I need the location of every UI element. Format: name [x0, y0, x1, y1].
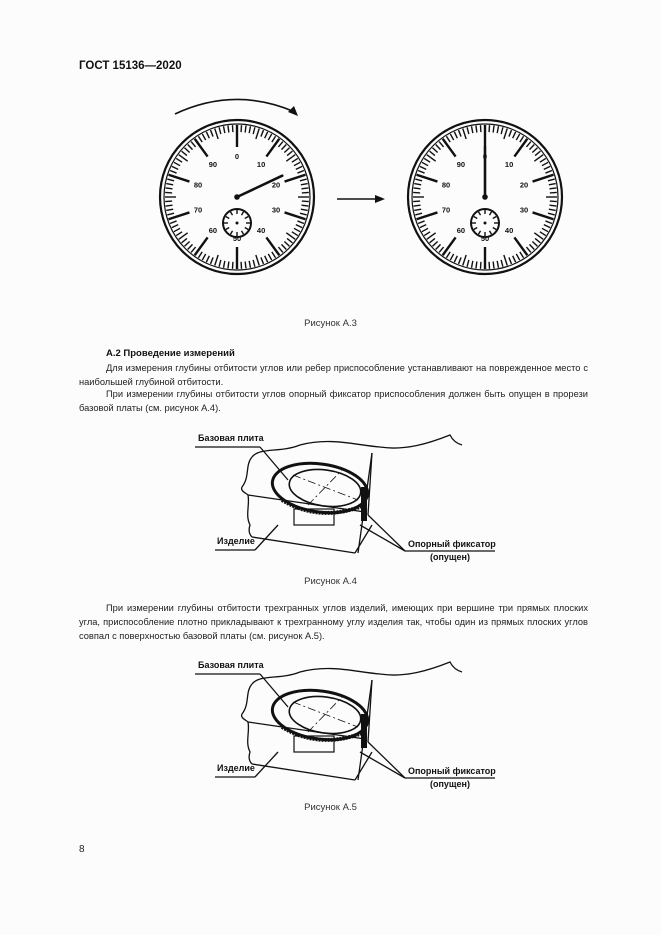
svg-text:70: 70 — [442, 206, 450, 215]
label-product: Изделие — [217, 763, 255, 773]
section-title: А.2 Проведение измерений — [106, 348, 235, 359]
paragraph-1: Для измерения глубины отбитости углов ил… — [79, 363, 588, 387]
figure-a4-diagram: Базовая плита Изделие Опорный фиксатор (… — [195, 433, 496, 562]
svg-text:80: 80 — [442, 180, 450, 189]
label-base-plate: Базовая плита — [198, 433, 265, 443]
label-support-lock: Опорный фиксатор — [408, 539, 496, 549]
paragraph-2: При измерении глубины отбитости углов оп… — [79, 389, 588, 413]
svg-text:30: 30 — [272, 206, 280, 215]
figure-a4-caption: Рисунок А.4 — [304, 576, 357, 587]
svg-text:10: 10 — [505, 160, 513, 169]
page-number: 8 — [79, 844, 85, 855]
svg-text:90: 90 — [457, 160, 465, 169]
figure-a5-caption: Рисунок А.5 — [304, 802, 357, 813]
svg-text:10: 10 — [257, 160, 265, 169]
label-support-lock-state: (опущен) — [430, 779, 470, 789]
svg-text:50: 50 — [233, 234, 241, 243]
figure-a3-rotation-arrow-icon — [174, 98, 298, 116]
svg-text:50: 50 — [481, 234, 489, 243]
figure-a3-caption: Рисунок А.3 — [304, 318, 357, 329]
svg-text:80: 80 — [194, 180, 202, 189]
svg-text:0: 0 — [235, 152, 239, 161]
svg-text:40: 40 — [505, 226, 513, 235]
paragraph-3: При измерении глубины отбитости трехгран… — [79, 603, 588, 641]
figure-a5-diagram: Базовая плита Изделие Опорный фиксатор (… — [195, 660, 496, 789]
svg-text:20: 20 — [272, 180, 280, 189]
svg-text:90: 90 — [209, 160, 217, 169]
label-support-lock-state: (опущен) — [430, 552, 470, 562]
label-base-plate: Базовая плита — [198, 660, 265, 670]
svg-text:70: 70 — [194, 206, 202, 215]
svg-text:30: 30 — [520, 206, 528, 215]
svg-text:60: 60 — [457, 226, 465, 235]
svg-text:60: 60 — [209, 226, 217, 235]
document-header: ГОСТ 15136—2020 — [79, 60, 182, 72]
svg-text:20: 20 — [520, 180, 528, 189]
label-support-lock: Опорный фиксатор — [408, 766, 496, 776]
label-product: Изделие — [217, 536, 255, 546]
svg-text:40: 40 — [257, 226, 265, 235]
transition-arrow-icon — [337, 195, 385, 203]
dial-indicator-left: 0 10 20 30 40 50 60 70 80 90 — [158, 118, 316, 276]
